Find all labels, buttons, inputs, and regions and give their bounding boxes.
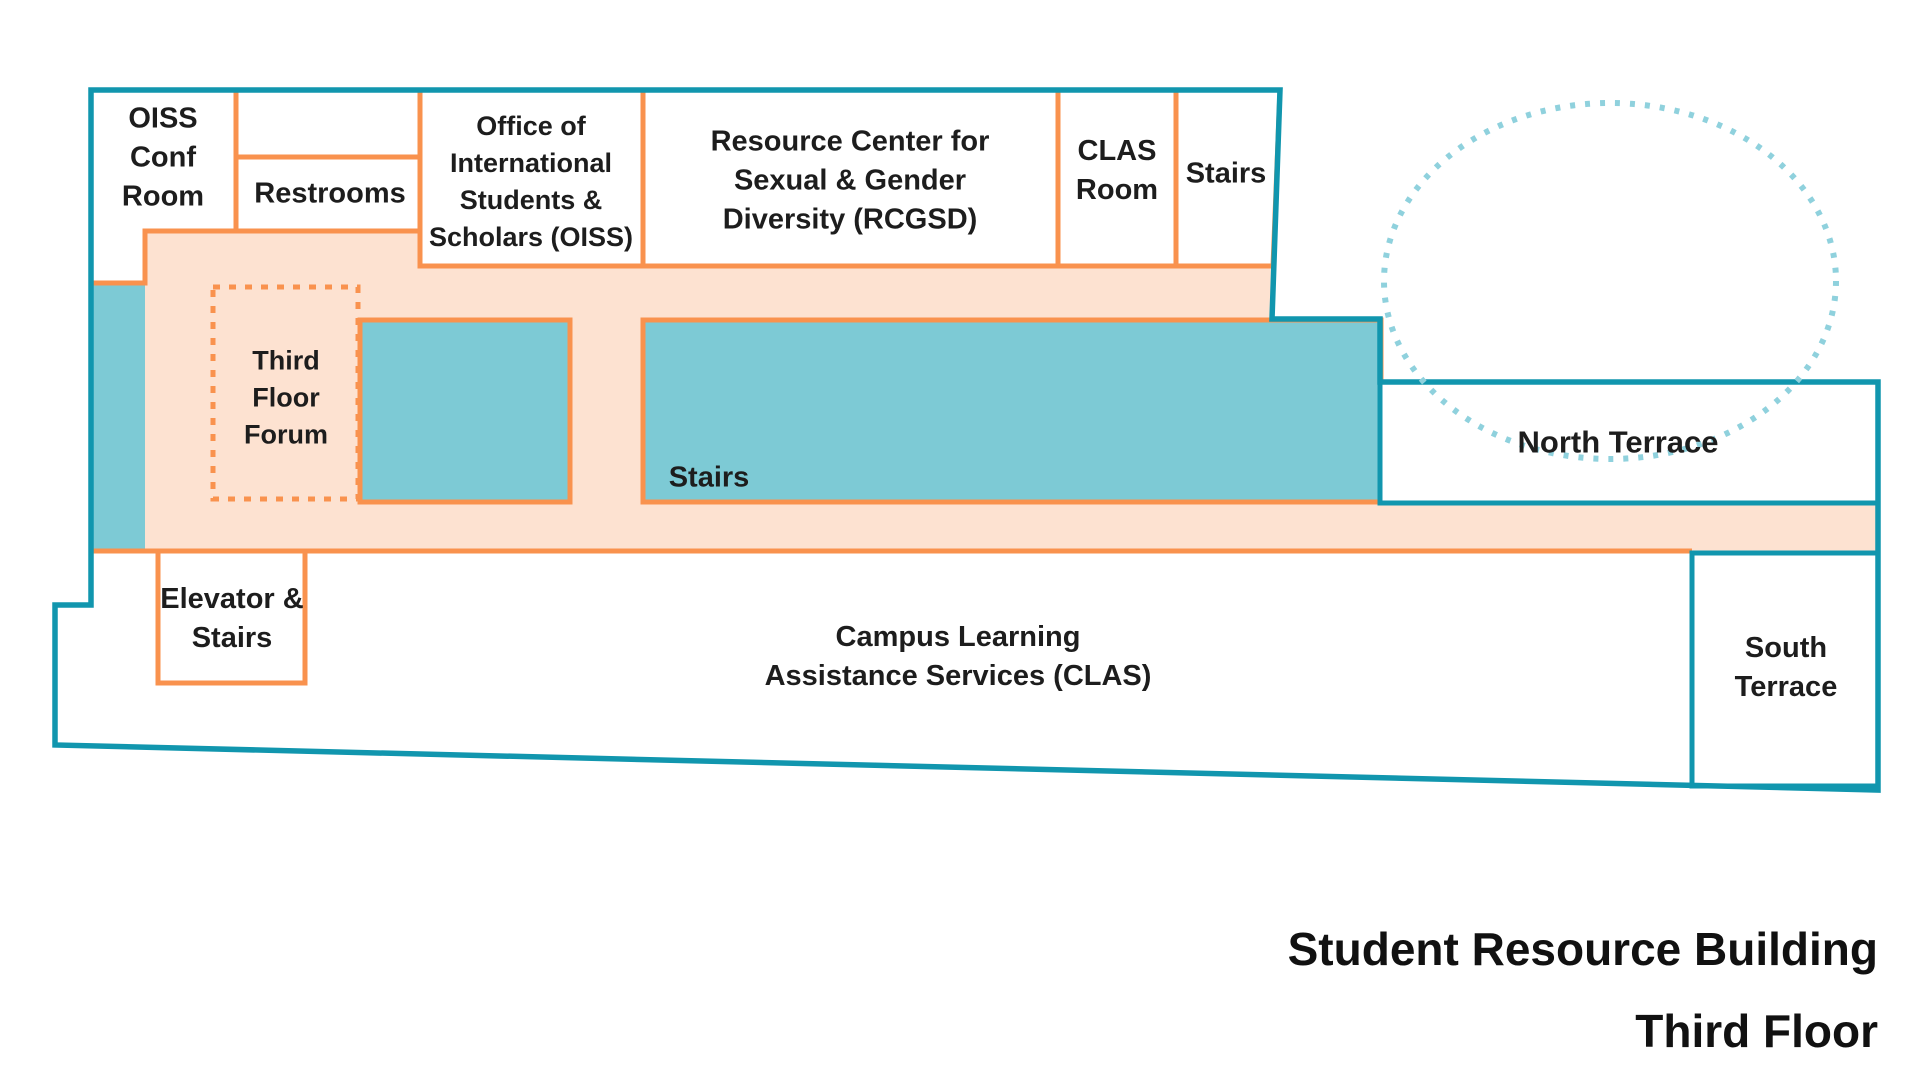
page-title-line1: Student Resource Building [1287, 923, 1878, 975]
elevator-stairs-label: Elevator & Stairs [160, 583, 304, 654]
south-terrace-label: South Terrace [1734, 632, 1838, 703]
third-floor-forum-label: Third Floor Forum [244, 345, 328, 450]
building-outline [52, 87, 1881, 793]
page-title-line2: Third Floor [1635, 1005, 1878, 1057]
third-floor-forum-shape [210, 284, 361, 502]
restrooms-shape [233, 154, 423, 234]
south-terrace-shape [1689, 550, 1881, 789]
top-stairs-label: Stairs [1185, 157, 1267, 190]
oiss-conf-room-label: OISS Conf Room [121, 102, 205, 213]
clas-room-label: CLAS Room [1075, 135, 1159, 206]
clas-area-label: Campus Learning Assistance Services (CLA… [764, 621, 1152, 692]
corridor-bottom-band [91, 503, 1878, 551]
terrace-ellipse-annotation [1381, 100, 1839, 462]
restrooms-label: Restrooms [254, 177, 406, 210]
forum-service-block [357, 317, 573, 505]
elevator-stairs-shape [155, 548, 308, 686]
oiss-office-label: Office of International Students & Schol… [428, 111, 634, 252]
oiss-office-shape [417, 87, 646, 269]
page-title: Student Resource Building Third Floor [1288, 908, 1878, 1072]
rcgsd-label: Resource Center for Sexual & Gender Dive… [710, 125, 990, 236]
west-service-shaft [91, 285, 145, 551]
main-stairs-label: Stairs [668, 461, 750, 494]
main-stairs-block [640, 317, 1384, 505]
north-terrace-label: North Terrace [1517, 424, 1719, 460]
